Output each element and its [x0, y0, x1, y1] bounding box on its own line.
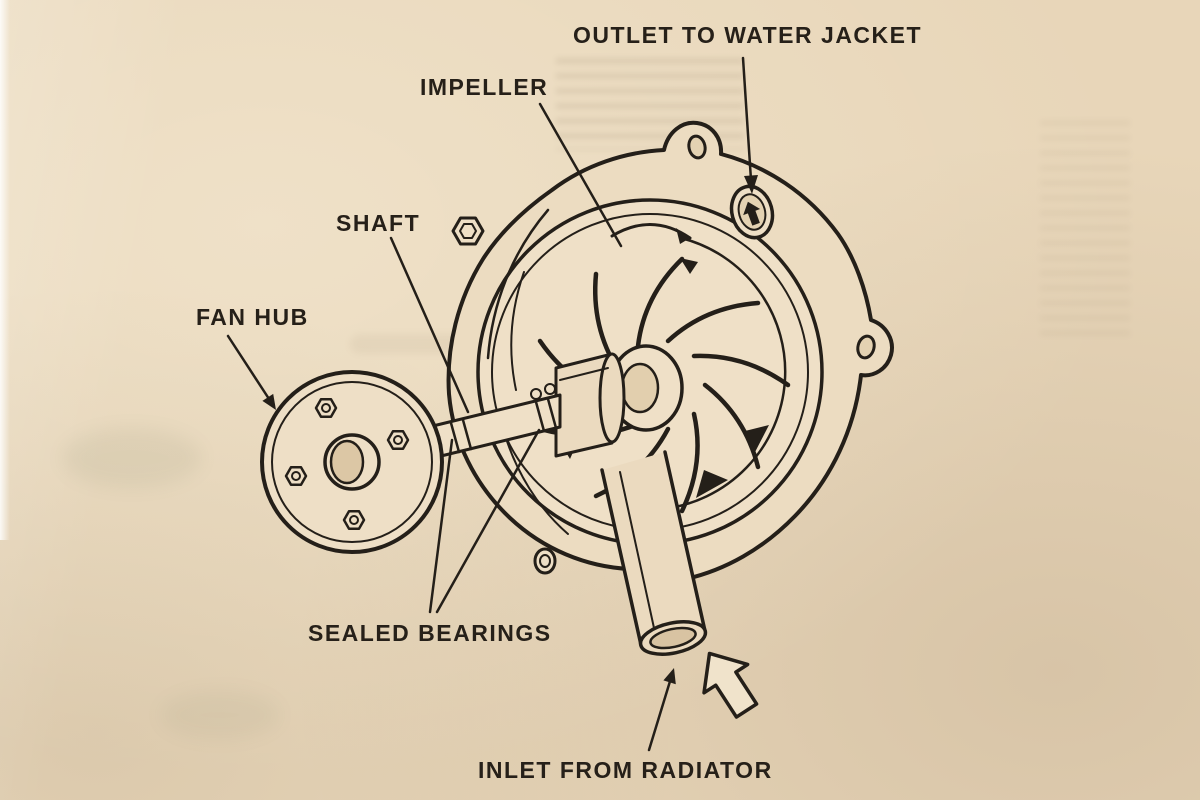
outlet-flow-arrow — [743, 201, 761, 226]
leader-fan-hub-arrowhead — [262, 393, 276, 410]
hub-bolt — [284, 398, 410, 530]
sealed-bearing — [449, 397, 558, 454]
label-inlet-from-radiator: INLET FROM RADIATOR — [478, 757, 773, 783]
label-shaft: SHAFT — [336, 210, 421, 236]
outlet-port — [729, 184, 775, 240]
fan-hub — [260, 370, 444, 554]
label-sealed-bearings: SEALED BEARINGS — [308, 620, 552, 646]
label-outlet-to-water-jacket: OUTLET TO WATER JACKET — [573, 22, 923, 48]
inlet-flow-arrow — [702, 651, 759, 719]
leader-outlet-arrowhead — [744, 175, 758, 194]
leader-shaft — [389, 236, 470, 414]
leader-inlet — [647, 676, 673, 752]
label-fan-hub: FAN HUB — [196, 304, 309, 330]
leader-outlet — [741, 56, 753, 182]
leader-lines — [226, 56, 758, 752]
leader-inlet-arrowhead — [663, 668, 676, 685]
leader-impeller — [538, 102, 623, 248]
leader-fan-hub — [226, 334, 273, 404]
label-impeller: IMPELLER — [420, 74, 549, 100]
inlet-pipe — [600, 450, 708, 656]
leader-sealed-bearing-2 — [435, 428, 541, 614]
leader-sealed-bearing-1 — [428, 438, 454, 614]
